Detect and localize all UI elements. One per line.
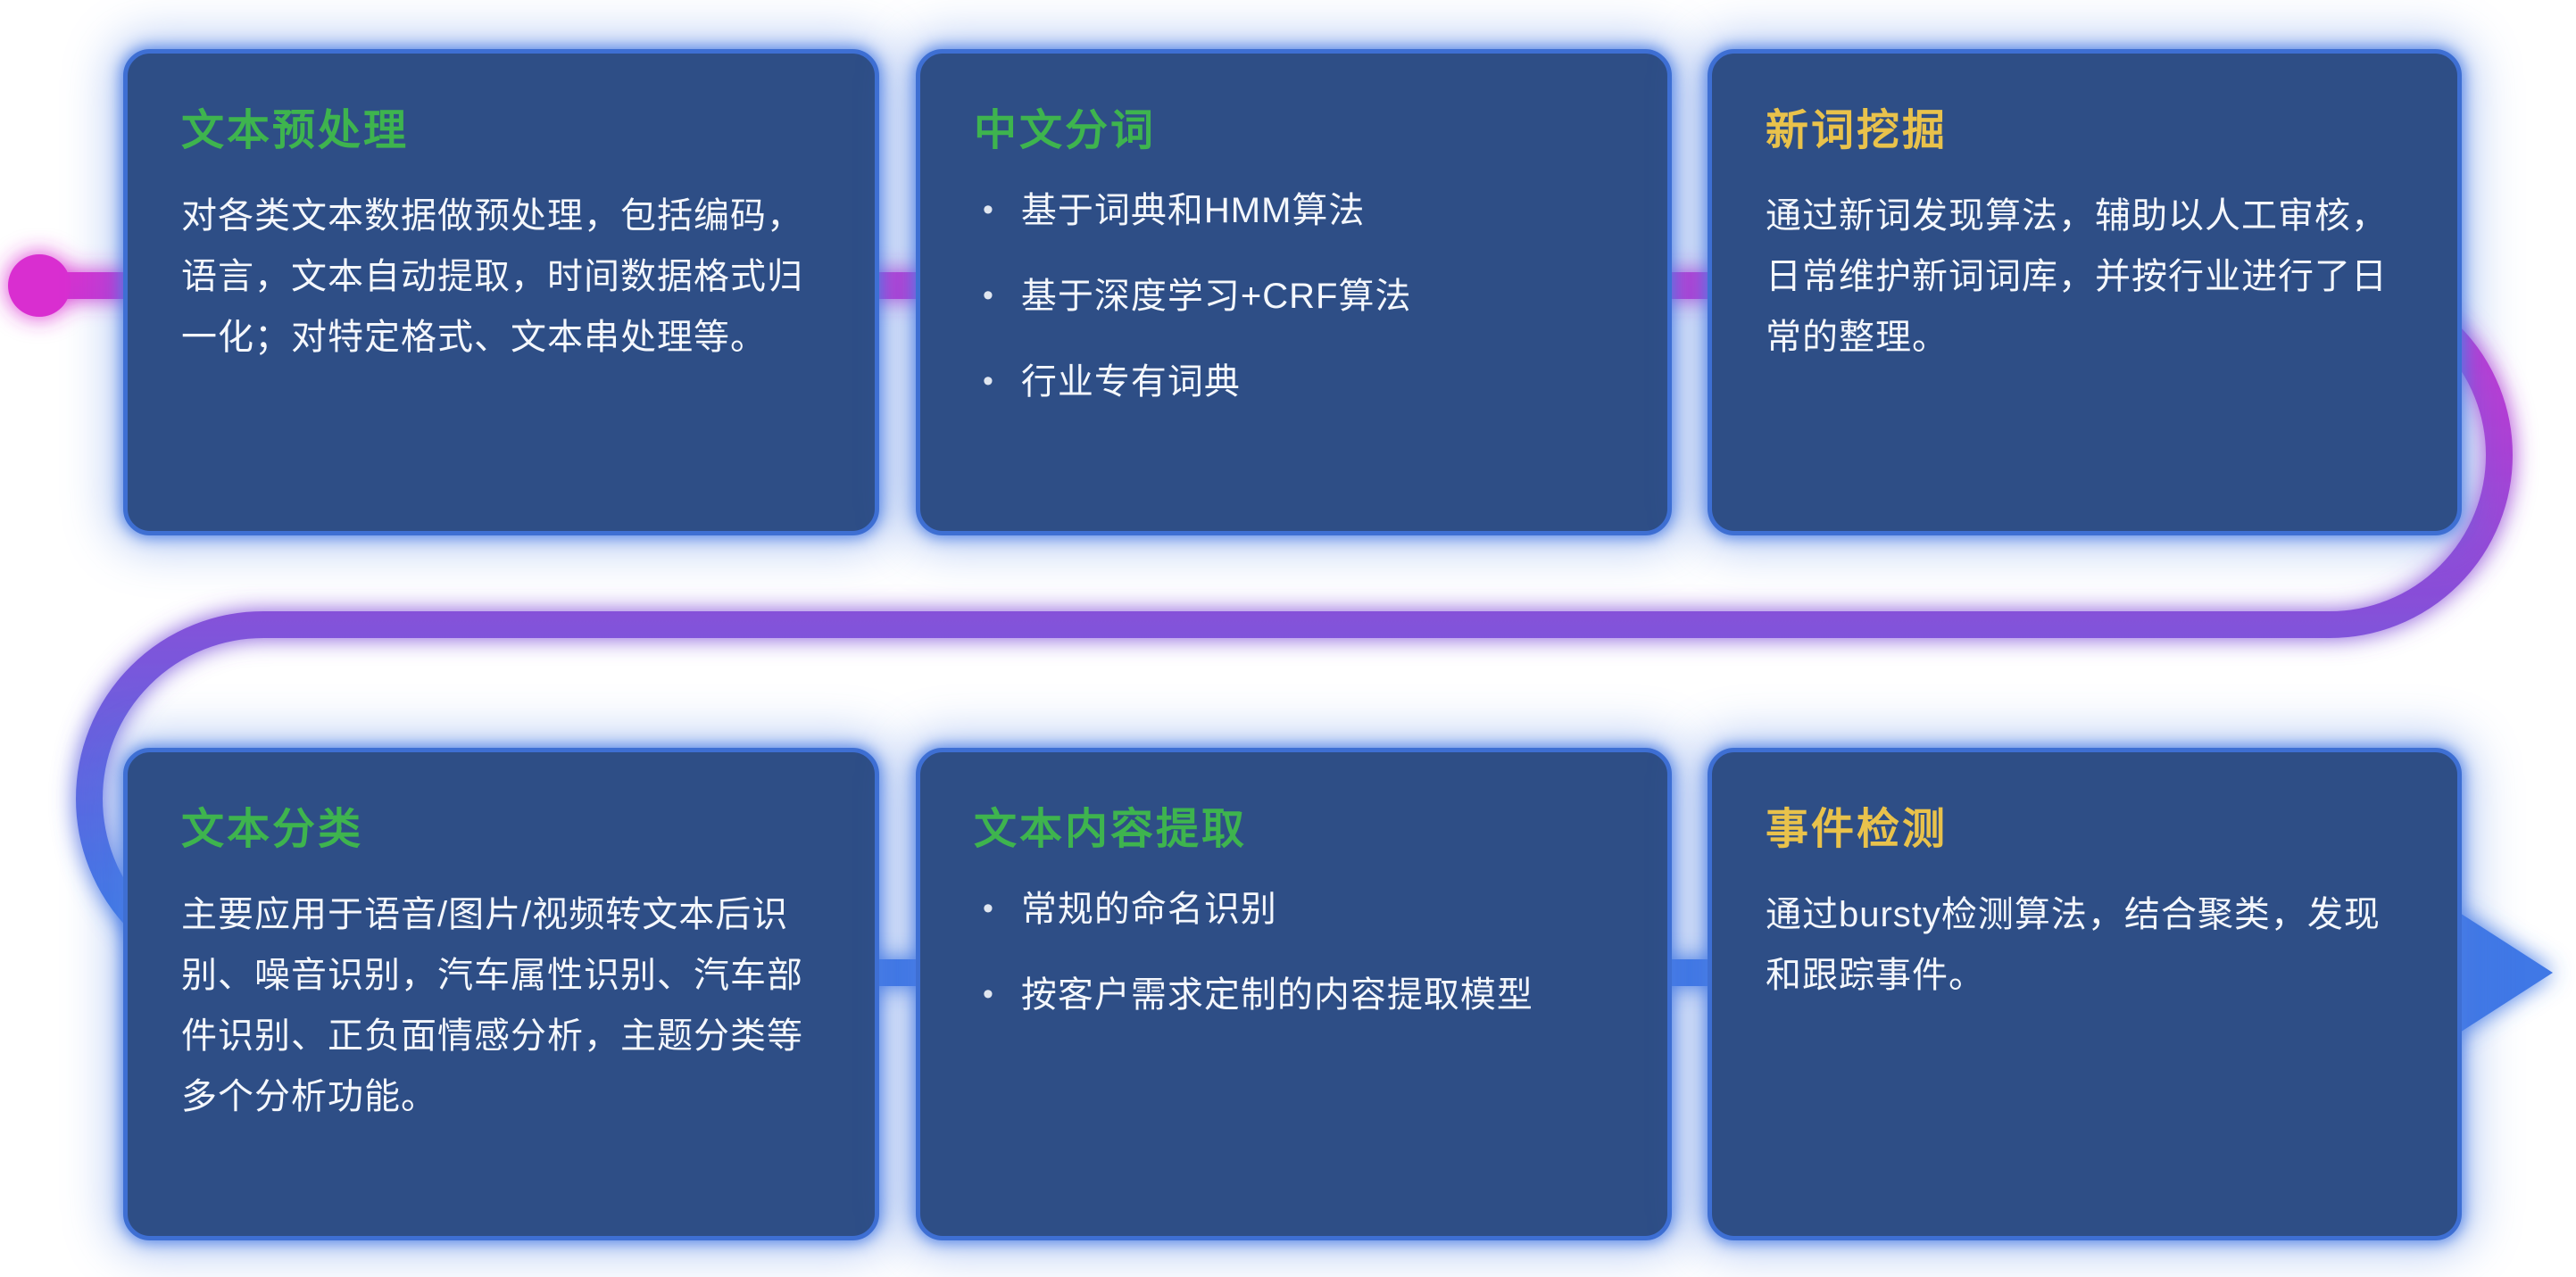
card-title: 文本内容提取: [974, 806, 1248, 853]
card-new-word-mining: 新词挖掘 通过新词发现算法，辅助以人工审核，日常维护新词词库，并按行业进行了日常…: [1708, 49, 2462, 535]
card-title: 事件检测: [1766, 806, 1949, 853]
card-text-preprocessing: 文本预处理 对各类文本数据做预处理，包括编码，语言，文本自动提取，时间数据格式归…: [123, 49, 879, 535]
bullet-text: 基于词典和HMM算法: [1020, 191, 1366, 230]
bullet-text: 常规的命名识别: [1020, 890, 1277, 929]
card-title: 文本分类: [181, 806, 364, 853]
bullet-text: 基于深度学习+CRF算法: [1020, 277, 1412, 316]
bullet-icon: •: [983, 278, 994, 312]
card-title: 中文分词: [974, 107, 1157, 154]
bullet-icon: •: [983, 364, 994, 398]
bullet-icon: •: [983, 193, 994, 227]
card-event-detection: 事件检测 通过bursty检测算法，结合聚类，发现和跟踪事件。: [1708, 748, 2462, 1240]
card-body: 通过bursty检测算法，结合聚类，发现和跟踪事件。: [1766, 895, 2381, 995]
card-title: 新词挖掘: [1766, 107, 1949, 154]
bullet-item: • 常规的命名识别: [974, 884, 1614, 934]
card-chinese-word-segmentation: 中文分词 • 基于词典和HMM算法 • 基于深度学习+CRF算法 • 行业专有词…: [916, 49, 1672, 535]
card-text-classification: 文本分类 主要应用于语音/图片/视频转文本后识别、噪音识别，汽车属性识别、汽车部…: [123, 748, 879, 1240]
card-bullet-list: • 基于词典和HMM算法 • 基于深度学习+CRF算法 • 行业专有词典: [974, 186, 1614, 407]
flow-start-dot: [8, 254, 71, 317]
card-text-content-extraction: 文本内容提取 • 常规的命名识别 • 按客户需求定制的内容提取模型: [916, 748, 1672, 1240]
card-bullet-list: • 常规的命名识别 • 按客户需求定制的内容提取模型: [974, 884, 1614, 1020]
bullet-icon: •: [983, 891, 994, 925]
flow-line: [39, 272, 2513, 986]
bullet-text: 按客户需求定制的内容提取模型: [1020, 975, 1533, 1015]
bullet-item: • 基于词典和HMM算法: [974, 186, 1614, 236]
card-title: 文本预处理: [181, 107, 410, 154]
bullet-item: • 行业专有词典: [974, 357, 1614, 407]
arrow-right-icon: [2453, 908, 2553, 1037]
bullet-item: • 按客户需求定制的内容提取模型: [974, 970, 1614, 1020]
bullet-item: • 基于深度学习+CRF算法: [974, 271, 1614, 321]
card-body: 通过新词发现算法，辅助以人工审核，日常维护新词词库，并按行业进行了日常的整理。: [1766, 196, 2388, 357]
bullet-text: 行业专有词典: [1020, 362, 1241, 402]
card-body: 对各类文本数据做预处理，包括编码，语言，文本自动提取，时间数据格式归一化；对特定…: [181, 196, 803, 357]
card-body: 主要应用于语音/图片/视频转文本后识别、噪音识别，汽车属性识别、汽车部件识别、正…: [181, 895, 803, 1116]
bullet-icon: •: [983, 977, 994, 1011]
